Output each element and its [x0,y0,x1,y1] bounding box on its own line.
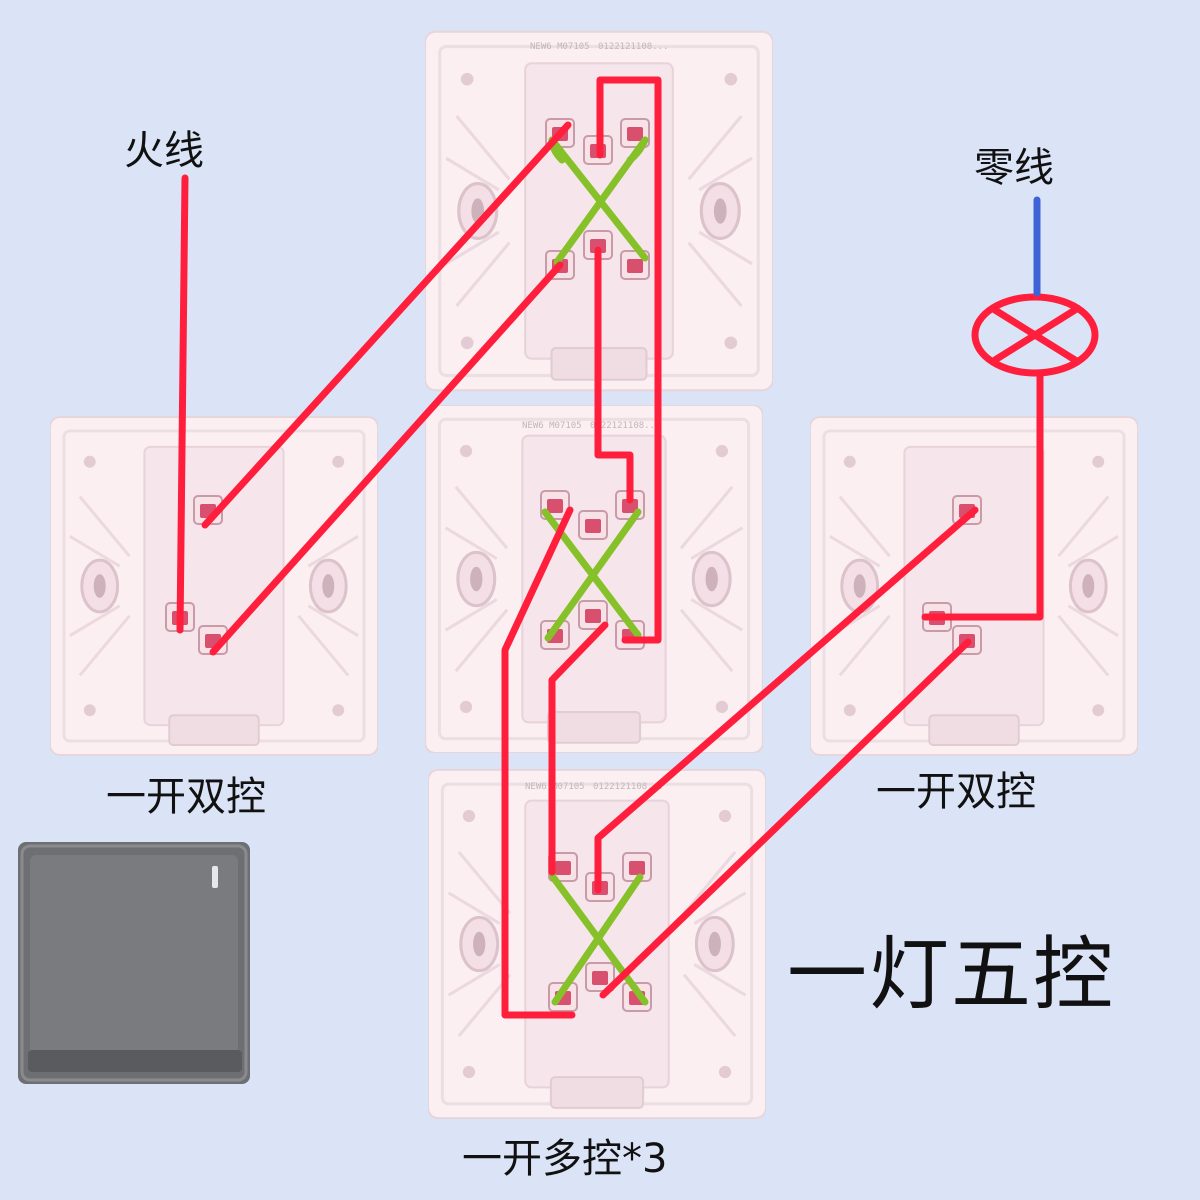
plate-serial-text: 0122121108... [598,42,668,52]
live-wire [176,174,189,634]
plate-serial-text: 0122121108... [593,782,663,792]
right-switch-label: 一开双控 [876,769,1036,815]
switch-plate-right [810,415,1138,757]
switch-plate-left [50,415,378,757]
plate-serial-text: 0122121108... [590,421,660,431]
diagram-title: 一灯五控 [787,928,1115,1021]
lamp-symbol [971,293,1099,377]
switch-panel-icon [18,842,250,1084]
neutral-wire-label: 零线 [974,145,1054,191]
left-switch-label: 一开双控 [106,774,266,820]
indicator-light-icon [212,866,218,888]
middle-switches-label: 一开多控*3 [462,1136,668,1182]
live-wire-label: 火线 [124,128,204,174]
red-wires [176,76,1099,1019]
plate-model-text: NEW6 M07105 [522,421,582,431]
plate-model-text: NEW6 M07105 [530,42,590,52]
